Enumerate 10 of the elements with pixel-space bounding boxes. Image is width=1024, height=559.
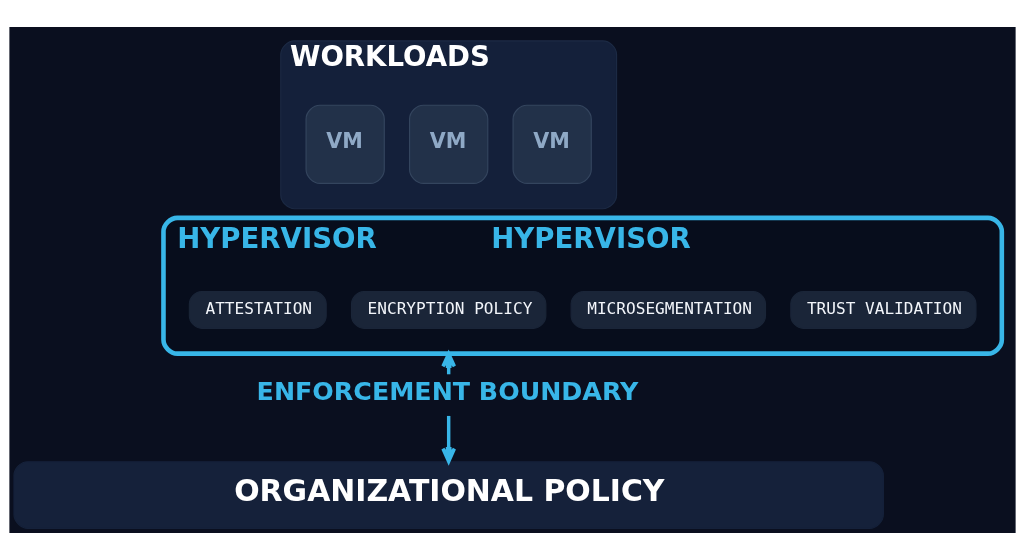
node-box: VM	[305, 104, 385, 184]
node-box: VM	[408, 104, 488, 184]
arrow	[440, 415, 456, 463]
node-text: ENFORCEMENT BOUNDARY	[256, 376, 638, 406]
node-box: VM	[512, 104, 592, 184]
node-box: ENCRYPTION POLICY	[350, 290, 546, 329]
node-box: TRUST VALIDATION	[789, 290, 977, 329]
node-box: ORGANIZATIONAL POLICY	[12, 460, 884, 529]
node-box: ATTESTATION	[188, 290, 327, 329]
node-box: MICROSEGMENTATION	[570, 290, 766, 329]
